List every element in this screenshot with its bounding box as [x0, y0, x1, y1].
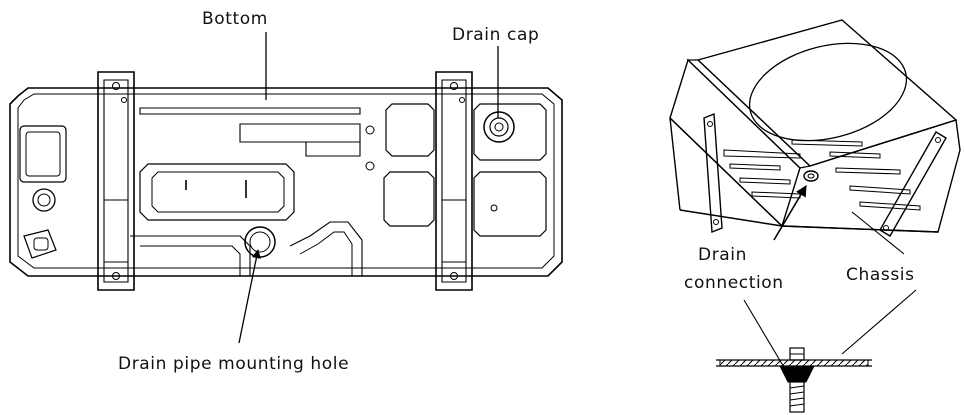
left-hole-inner — [37, 193, 51, 207]
drain-cap — [483, 111, 515, 143]
label-drain-cap: Drain cap — [452, 25, 539, 45]
screw-a — [365, 125, 375, 135]
lower-channel-a — [130, 235, 251, 276]
drain-connection-fitting-inner — [807, 173, 815, 179]
right-recess-b — [383, 171, 435, 227]
chassis-leader — [851, 211, 905, 255]
lower-channel-a-inner — [140, 245, 241, 276]
centre-panel — [139, 163, 295, 221]
right-recess-a — [385, 103, 435, 157]
label-drain-pipe-hole: Drain pipe mounting hole — [118, 354, 349, 374]
lower-channel-b-inner — [299, 231, 353, 276]
front-edge — [669, 117, 681, 211]
fan-guard — [748, 42, 908, 142]
chassis-face — [669, 117, 961, 233]
left-hole — [32, 188, 56, 212]
top-rail — [139, 107, 361, 115]
drain-connection-section — [716, 347, 872, 413]
slot-mid — [305, 141, 361, 157]
label-bottom: Bottom — [202, 9, 268, 29]
label-chassis: Chassis — [846, 265, 915, 285]
left-panel-inner — [25, 131, 61, 177]
iso-right-bracket — [879, 131, 947, 237]
drain-hole-leader — [238, 249, 261, 344]
chassis-outline — [9, 87, 563, 277]
drain-cap-centre — [494, 122, 504, 132]
chassis-detail-leader — [841, 289, 917, 355]
left-foot-slot — [33, 237, 49, 251]
right-bracket — [435, 71, 473, 291]
centre-panel-inner — [151, 171, 285, 213]
drain-connection-leader — [773, 185, 807, 241]
right-recess-d — [473, 171, 547, 237]
lower-channel-b — [289, 221, 363, 276]
slot-top — [239, 123, 361, 143]
label-drain-connection-1: Drain — [698, 245, 747, 265]
side-face — [669, 58, 801, 228]
screw-b — [365, 161, 375, 171]
chassis-inner-outline — [17, 93, 555, 269]
drain-pipe-hole-inner — [249, 231, 271, 253]
chassis-ribs — [723, 139, 921, 211]
unit-isometric-view: Drain connection Chassis — [669, 19, 961, 413]
left-panel — [19, 125, 67, 183]
unit-bottom-view: Bottom Drain cap Drain pipe mounting hol… — [9, 9, 563, 374]
screw-c — [490, 204, 498, 212]
drain-connection-fitting — [803, 170, 819, 182]
iso-left-bracket — [703, 112, 723, 234]
left-bracket — [97, 71, 135, 291]
label-drain-connection-2: connection — [684, 273, 784, 293]
left-foot — [23, 229, 57, 259]
top-face — [696, 19, 958, 167]
right-recess-c — [473, 103, 547, 161]
drain-cap-ring — [489, 117, 509, 137]
